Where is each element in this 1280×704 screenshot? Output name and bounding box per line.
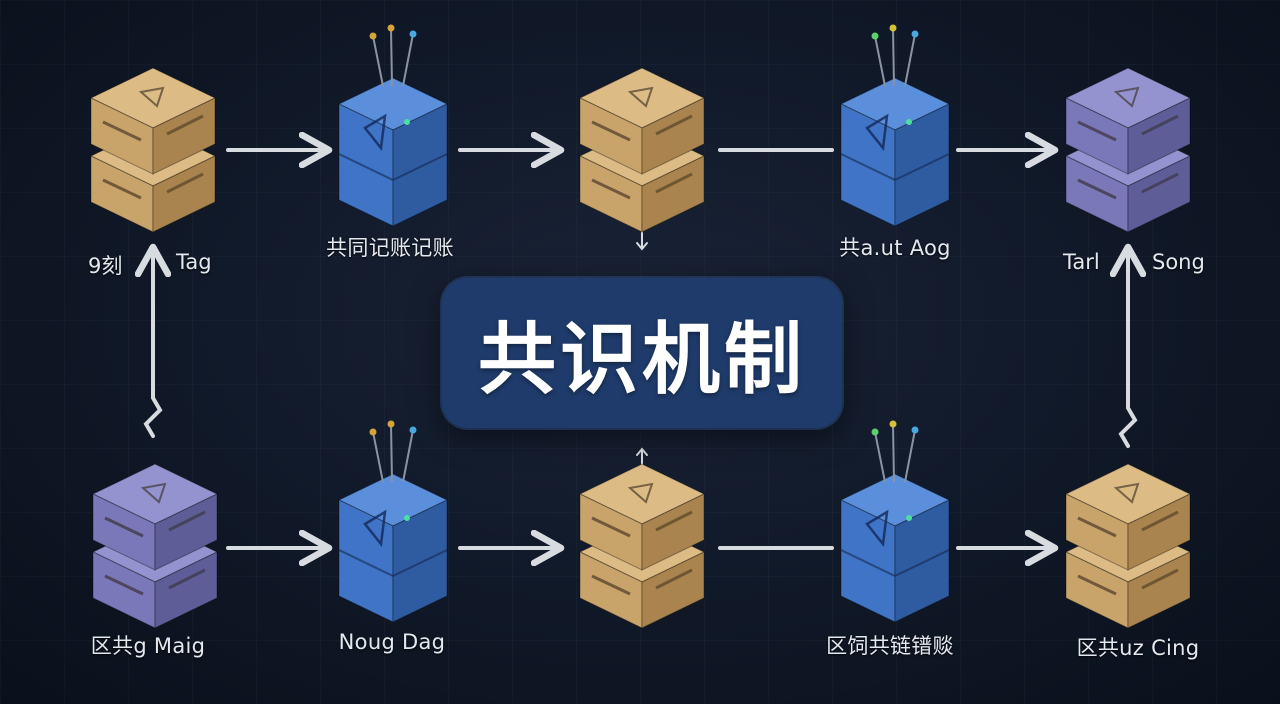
node-n8-server [578, 463, 706, 629]
node-n1-server [89, 67, 217, 233]
label-n10: 区共uz Cing [1076, 636, 1200, 660]
diagram-title: 共识机制 [477, 315, 806, 405]
arrow-n8-up [636, 447, 648, 467]
node-n7-validator [337, 420, 449, 623]
label-n5-left: Tarl [1063, 250, 1100, 274]
node-n3-server [578, 67, 706, 233]
arrow-n6-to-n1 [146, 250, 160, 438]
arrow-n3-down [636, 231, 648, 251]
arrow-n10-to-n5 [1121, 250, 1135, 448]
label-n2: 共同记账记账 [326, 236, 454, 260]
node-n5-server [1064, 67, 1192, 233]
title-box: 共识机制 [442, 278, 842, 428]
label-n7: Noug Dag [338, 630, 446, 654]
label-n1-left: 9刻 [88, 254, 123, 278]
label-n1-right: Tag [176, 250, 212, 274]
flow-arrows [146, 150, 1135, 548]
node-n4-validator [839, 24, 951, 227]
label-n9: 区饲共链镨赕 [826, 634, 954, 658]
nodes-layer [89, 24, 1192, 629]
node-n10-server [1064, 463, 1192, 629]
node-n9-validator [839, 420, 951, 623]
node-n6-server [91, 463, 219, 629]
label-n4: 共a.ut Aog [839, 236, 951, 260]
label-n6: 区共g Maig [90, 634, 206, 658]
node-n2-validator [337, 24, 449, 227]
label-n5-right: Song [1152, 250, 1205, 274]
